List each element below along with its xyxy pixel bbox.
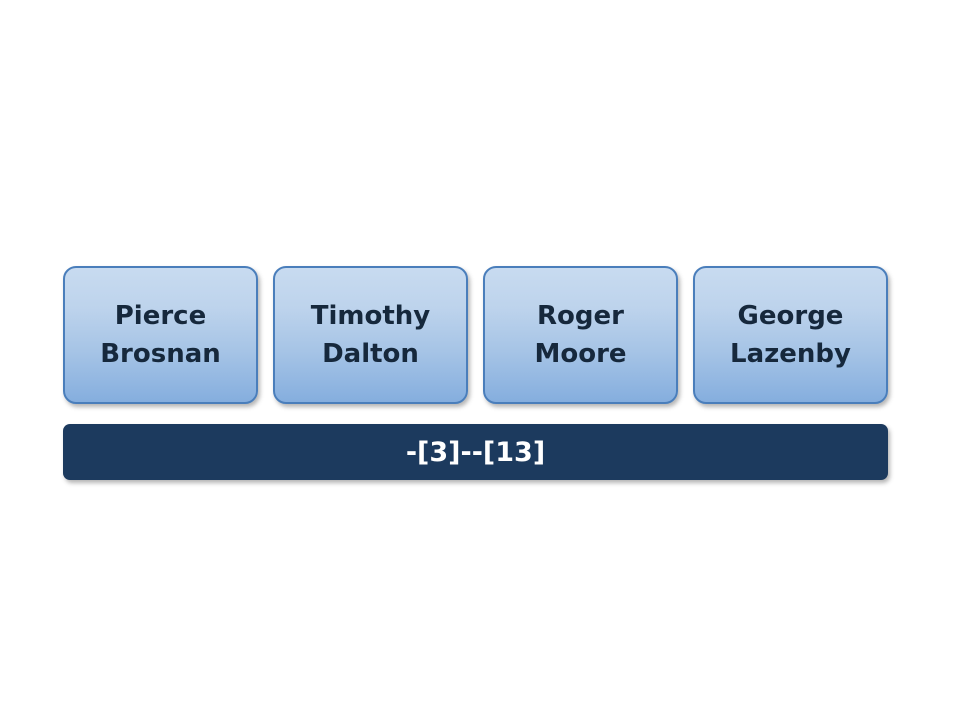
status-bar[interactable]: -[3]--[13]: [63, 424, 888, 480]
card-item[interactable]: Roger Moore: [483, 266, 678, 404]
card-label: George Lazenby: [730, 301, 851, 369]
card-label: Roger Moore: [534, 301, 627, 369]
card-item[interactable]: Timothy Dalton: [273, 266, 468, 404]
card-label: Pierce Brosnan: [100, 301, 221, 369]
card-item[interactable]: Pierce Brosnan: [63, 266, 258, 404]
card-item[interactable]: George Lazenby: [693, 266, 888, 404]
card-row: Pierce Brosnan Timothy Dalton Roger Moor…: [63, 266, 888, 404]
card-label: Timothy Dalton: [310, 301, 431, 369]
status-bar-label: -[3]--[13]: [405, 436, 546, 468]
